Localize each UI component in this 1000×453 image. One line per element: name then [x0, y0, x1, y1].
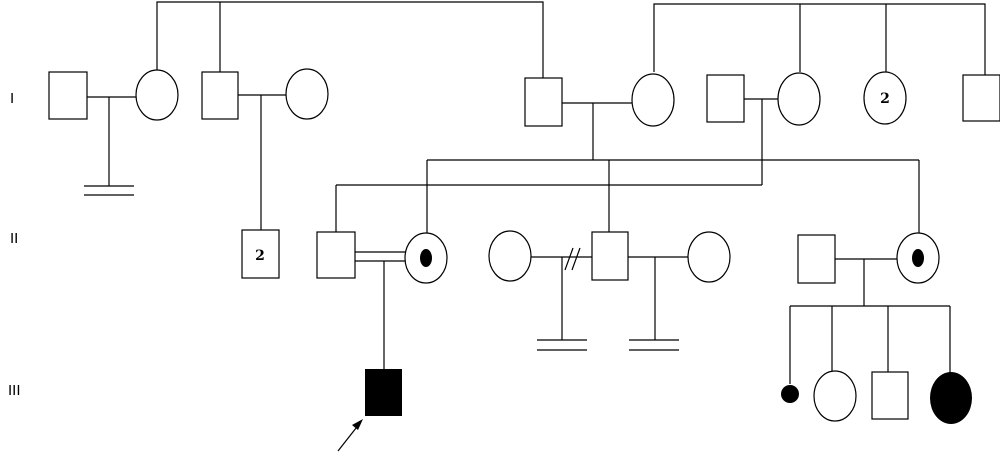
gen1-male-2 [201, 71, 239, 120]
gen2-divorce-marker [564, 247, 581, 271]
gen2-second-no-offspring [629, 339, 679, 351]
generation-label-iii: III [8, 382, 21, 399]
gen1-male-5 [962, 74, 1000, 122]
gen3-proband-affected-male [365, 369, 402, 416]
generation-label-i: I [10, 90, 14, 107]
gen3-male-1 [871, 371, 909, 420]
gen1-sisters-count-2 [863, 71, 907, 125]
gen2-male-consanguineous [316, 231, 356, 279]
gen2-brothers-count-2 [241, 229, 280, 279]
gen2-female-second-spouse [687, 231, 731, 283]
gen1-male-4 [706, 74, 745, 123]
gen2-divorced-no-offspring [537, 339, 587, 351]
gen1-female-4 [777, 72, 821, 126]
gen2-carrier-dot-1 [420, 249, 432, 267]
gen3-affected-female [930, 372, 972, 424]
gen1-couple1-no-offspring [84, 185, 134, 196]
gen3-deceased-infant [781, 385, 799, 403]
generation-label-ii: II [10, 230, 18, 247]
gen2-consanguineous-marriage-line [355, 251, 405, 262]
proband-arrow [337, 419, 363, 452]
right-ancestry-line [653, 3, 986, 75]
gen2-male-middle [591, 231, 629, 281]
gen1-male-1 [48, 71, 88, 120]
gen1-male-3 [524, 77, 563, 127]
gen1-sisters-count-label: 2 [880, 91, 890, 107]
gen2-female-ex-spouse [488, 230, 532, 282]
gen3-female-1 [813, 370, 857, 422]
gen2-carrier-dot-2 [912, 249, 924, 267]
gen1-female-1 [135, 69, 179, 121]
gen2-sibship-line-b [335, 184, 762, 232]
gen2-male-right [797, 234, 836, 284]
gen1-female-2 [285, 68, 329, 120]
gen1-female-3 [631, 73, 675, 127]
left-ancestry-line [156, 1, 544, 78]
gen2-brothers-count-label: 2 [255, 248, 265, 264]
gen2-sibship-line-a [426, 159, 920, 234]
gen3-sibship-line [789, 305, 951, 384]
